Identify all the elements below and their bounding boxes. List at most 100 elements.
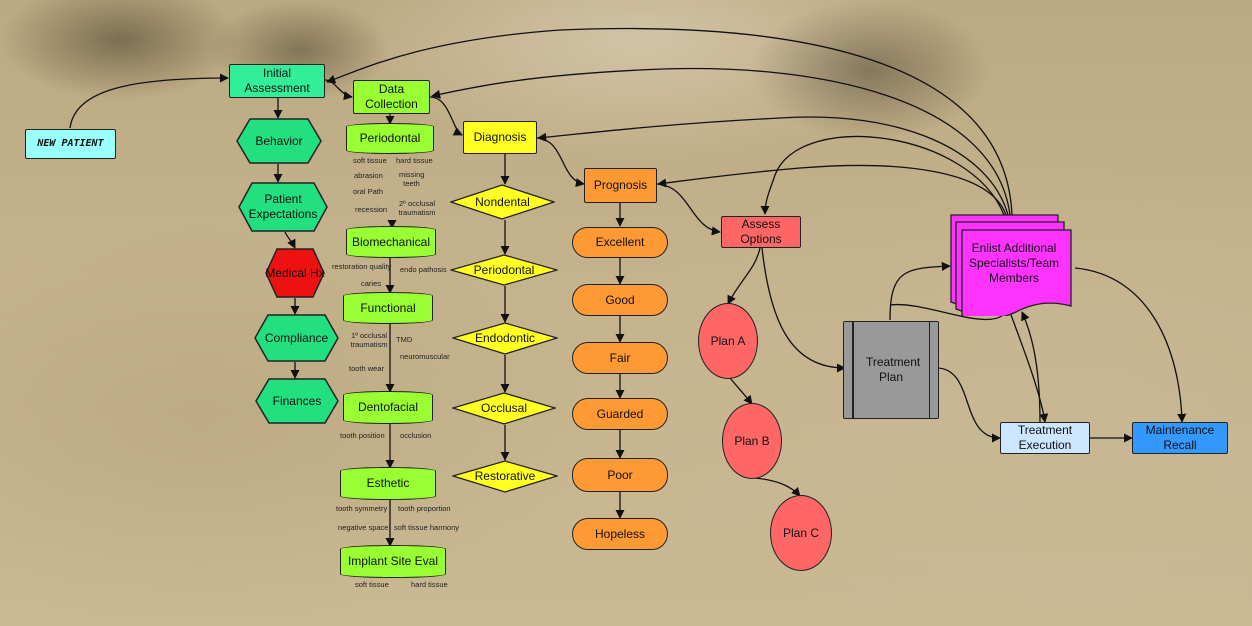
assessment-item-label: Compliance	[264, 330, 329, 345]
arrow-exec-enlist	[1021, 311, 1041, 423]
prognosis-node[interactable]: Prognosis	[584, 168, 657, 203]
diamond-shape	[452, 322, 558, 355]
arrow-assess-tplan	[761, 247, 846, 373]
treatment-plan-node[interactable]: Treatment Plan	[843, 321, 939, 419]
note-1-occlusal: 1º occlusal traumatism	[350, 331, 388, 350]
data-item-biomechanical[interactable]: Biomechanical	[346, 226, 436, 258]
prognosis-item-guarded[interactable]: Guarded	[572, 398, 668, 430]
arrow-data-diagnosis	[429, 96, 463, 136]
data-collection-node[interactable]: Data Collection	[353, 80, 430, 114]
note-implant-hard-tissue: hard tissue	[411, 580, 448, 589]
plan-a-node[interactable]: Plan A	[698, 303, 758, 379]
diamond-shape	[450, 184, 555, 220]
diamond-shape	[452, 460, 558, 493]
diagnosis-item-occlusal[interactable]: Occlusal	[452, 392, 556, 425]
note-soft-tissue: soft tissue	[353, 156, 387, 165]
note-tooth-symmetry: tooth symmetry	[336, 504, 388, 513]
plan-b-node[interactable]: Plan B	[722, 403, 782, 479]
note-2-occlusal: 2º occlusal traumatism	[398, 199, 436, 218]
prognosis-item-excellent[interactable]: Excellent	[572, 227, 668, 258]
diagnosis-item-label: Periodontal	[473, 262, 535, 277]
prognosis-item-fair[interactable]: Fair	[572, 342, 668, 374]
hexagon-shape	[255, 378, 339, 424]
arrow-tplan-exec	[937, 367, 1001, 443]
note-missing-teeth: missing teeth	[399, 170, 425, 189]
assess-options-node[interactable]: Assess Options	[721, 216, 801, 248]
note-tooth-position: tooth position	[340, 431, 385, 440]
arrow-planb-planc	[754, 477, 801, 497]
note-implant-soft-tissue: soft tissue	[355, 580, 389, 589]
assessment-item-compliance[interactable]: Compliance	[254, 314, 339, 362]
treatment-plan-label: Treatment Plan	[866, 355, 921, 384]
note-neuromuscular: neuromuscular	[400, 352, 450, 361]
note-negative-space: negative space	[338, 523, 389, 532]
data-item-implant-site[interactable]: Implant Site Eval	[340, 545, 446, 578]
assessment-item-behavior[interactable]: Behavior	[236, 118, 322, 164]
diagnosis-item-nondental[interactable]: Nondental	[450, 184, 555, 220]
treatment-execution-node[interactable]: Treatment Execution	[1000, 422, 1090, 454]
data-item-functional[interactable]: Functional	[343, 292, 433, 324]
arrow-prog-assess	[656, 183, 721, 236]
data-item-esthetic[interactable]: Esthetic	[340, 467, 436, 500]
enlist-specialists-node[interactable]: Enlist Additional Specialists/Team Membe…	[950, 214, 1076, 316]
prognosis-item-good[interactable]: Good	[572, 284, 668, 316]
data-item-dentofacial[interactable]: Dentofacial	[343, 391, 433, 424]
arrow-plana-planb	[729, 377, 753, 405]
note-abrasion: abrasion	[354, 171, 383, 180]
diamond-shape	[452, 392, 556, 425]
note-restoration-quality: restoration quality	[332, 262, 392, 271]
note-caries: caries	[361, 279, 382, 288]
assessment-item-label: Finances	[272, 393, 322, 408]
data-item-periodontal[interactable]: Periodontal	[346, 123, 434, 154]
maintenance-recall-node[interactable]: Maintenance Recall	[1132, 422, 1228, 454]
prognosis-item-poor[interactable]: Poor	[572, 458, 668, 492]
diagnosis-node[interactable]: Diagnosis	[463, 121, 537, 154]
diagnosis-item-label: Restorative	[474, 469, 536, 483]
note-hard-tissue: hard tissue	[396, 156, 433, 165]
diagnosis-item-endodontic[interactable]: Endodontic	[452, 322, 558, 355]
arrow-enlist-diag	[537, 116, 1009, 216]
arrow-tplan-enlist	[889, 261, 951, 321]
arrow-enlist-initial	[326, 27, 1013, 216]
assessment-item-label: Patient Expectations	[248, 192, 318, 221]
hexagon-shape	[236, 118, 322, 164]
enlist-label: Enlist Additional Specialists/Team Membe…	[968, 240, 1060, 285]
multi-document-shape	[950, 214, 1072, 316]
process-bar-right	[928, 322, 930, 418]
arrow-enlist-data	[431, 67, 1011, 216]
initial-assessment-node[interactable]: Initial Assessment	[229, 64, 325, 98]
arrow-newpatient-initial	[69, 73, 229, 129]
arrow-enlist-exec	[1009, 311, 1049, 423]
assessment-item-medical-hx[interactable]: Medical Hx	[265, 248, 325, 298]
note-tooth-wear: tooth wear	[349, 364, 385, 373]
hexagon-shape	[238, 182, 328, 232]
prognosis-item-hopeless[interactable]: Hopeless	[572, 518, 668, 550]
diagnosis-item-label: Endodontic	[474, 331, 536, 345]
diagnosis-item-periodontal[interactable]: Periodontal	[450, 254, 558, 286]
assessment-item-label: Medical Hx	[265, 265, 325, 280]
arrow-assess-plana	[727, 247, 761, 305]
diamond-shape	[450, 254, 558, 286]
diagnosis-item-restorative[interactable]: Restorative	[452, 460, 558, 493]
note-oral-path: oral Path	[353, 187, 384, 196]
arrow-initial-data	[324, 79, 353, 101]
arrow-enlist-assess	[760, 135, 1005, 216]
note-endo-pathosis: endo pathosis	[400, 265, 447, 274]
hexagon-shape	[254, 314, 339, 362]
note-recession: recession	[355, 205, 388, 214]
arrow-enlist-maint	[1074, 267, 1187, 423]
hexagon-shape	[265, 248, 325, 298]
note-tooth-proportion: tooth proportion	[398, 504, 451, 513]
plan-c-node[interactable]: Plan C	[770, 495, 832, 571]
arrow-diag-prog	[536, 137, 585, 188]
note-occlusion: occlusion	[400, 431, 432, 440]
assessment-item-expectations[interactable]: Patient Expectations	[238, 182, 328, 232]
note-tmd: TMD	[396, 335, 413, 344]
assessment-item-finances[interactable]: Finances	[255, 378, 339, 424]
diagnosis-item-label: Nondental	[475, 194, 530, 209]
diagnosis-item-label: Occlusal	[480, 401, 527, 415]
assessment-item-label: Behavior	[255, 133, 303, 148]
new-patient-node[interactable]: NEW PATIENT	[25, 129, 116, 159]
arrow-enlist-prog	[657, 164, 1007, 216]
